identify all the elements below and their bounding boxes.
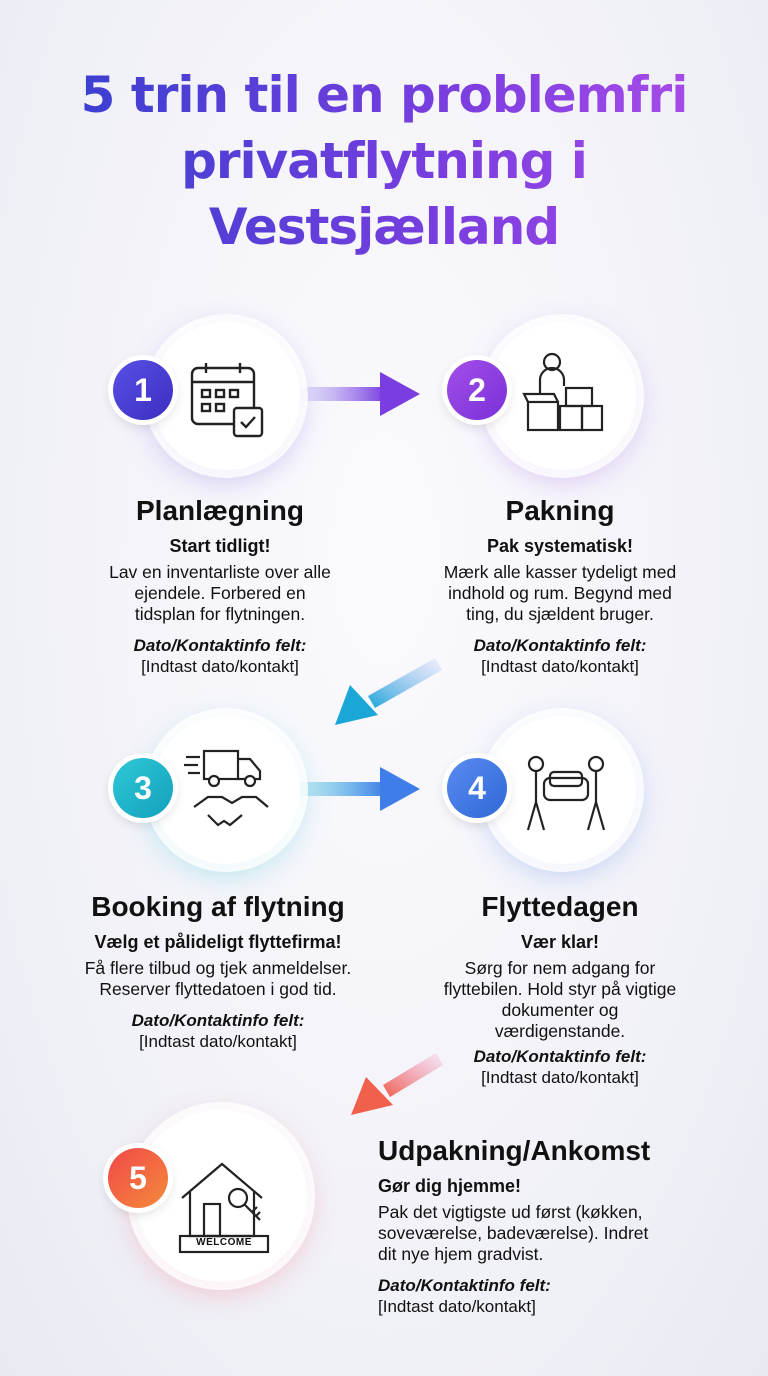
field-label: Dato/Kontaktinfo felt: xyxy=(378,1276,551,1295)
house-keys-icon xyxy=(178,1162,270,1254)
step-title: Udpakning/Ankomst xyxy=(378,1135,651,1166)
doormat-text: WELCOME xyxy=(196,1237,252,1248)
arrow-4-to-5 xyxy=(351,1053,443,1115)
step-body: Pak det vigtigste ud først (køkken,sovev… xyxy=(378,1202,649,1264)
movers-couch-icon xyxy=(526,755,606,831)
packing-boxes-icon xyxy=(522,352,604,432)
step-3-badge: 3 xyxy=(113,758,173,818)
field-placeholder[interactable]: [Indtast dato/kontakt] xyxy=(378,1297,536,1316)
step-title: Booking af flytning xyxy=(91,891,345,922)
step-1-text: Planlægning Start tidligt! Lav en invent… xyxy=(60,494,380,677)
step-4-circle xyxy=(488,716,636,864)
arrow-1-to-2 xyxy=(300,372,420,416)
step-5-text: Udpakning/Ankomst Gør dig hjemme! Pak de… xyxy=(378,1134,738,1317)
field-label: Dato/Kontaktinfo felt: xyxy=(473,1047,647,1066)
field-placeholder[interactable]: [Indtast dato/kontakt] xyxy=(481,657,639,676)
truck-handshake-icon xyxy=(184,749,269,827)
field-label: Dato/Kontaktinfo felt: xyxy=(473,636,647,655)
page-title: 5 trin til en problemfri privatflytning … xyxy=(0,62,768,260)
step-subtitle: Vær klar! xyxy=(520,932,600,952)
step-1-circle xyxy=(152,322,300,470)
field-placeholder[interactable]: [Indtast dato/kontakt] xyxy=(141,657,299,676)
step-subtitle: Pak systematisk! xyxy=(486,536,634,556)
step-4-badge: 4 xyxy=(447,758,507,818)
step-5-badge: 5 xyxy=(108,1148,168,1208)
step-2-circle xyxy=(488,322,636,470)
step-2-text: Pakning Pak systematisk! Mærk alle kasse… xyxy=(400,494,720,677)
calendar-icon xyxy=(190,363,264,438)
field-label: Dato/Kontaktinfo felt: xyxy=(133,636,307,655)
step-title: Flyttedagen xyxy=(481,891,639,922)
step-3-text: Booking af flytning Vælg et pålideligt f… xyxy=(48,890,388,1052)
step-subtitle: Vælg et pålideligt flyttefirma! xyxy=(94,932,342,952)
step-4-text: Flyttedagen Vær klar! Sørg for nem adgan… xyxy=(400,890,720,1088)
step-3-circle xyxy=(152,716,300,864)
field-placeholder[interactable]: [Indtast dato/kontakt] xyxy=(139,1032,297,1051)
step-2-badge: 2 xyxy=(447,360,507,420)
step-subtitle: Gør dig hjemme! xyxy=(378,1176,522,1196)
step-body: Få flere tilbud og tjek anmeldelser.Rese… xyxy=(84,958,352,999)
step-subtitle: Start tidligt! xyxy=(169,536,271,556)
step-1-badge: 1 xyxy=(113,360,173,420)
arrow-2-to-3 xyxy=(335,658,442,725)
step-title: Pakning xyxy=(505,495,615,526)
field-label: Dato/Kontaktinfo felt: xyxy=(131,1011,305,1030)
step-title: Planlægning xyxy=(136,495,304,526)
step-5-circle xyxy=(135,1110,307,1282)
arrow-3-to-4 xyxy=(300,767,420,811)
field-placeholder[interactable]: [Indtast dato/kontakt] xyxy=(481,1068,639,1087)
